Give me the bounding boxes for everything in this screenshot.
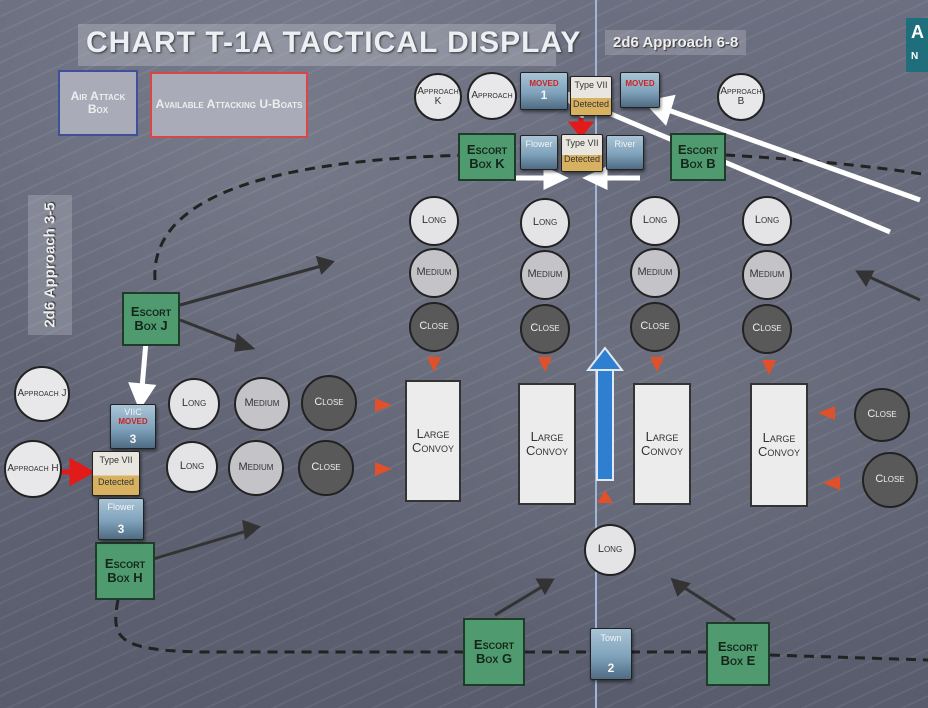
range-close[interactable]: Close [742, 304, 792, 354]
range-close[interactable]: Close [520, 304, 570, 354]
range-medium[interactable]: Medium [228, 440, 284, 496]
escort-counter-flower[interactable]: Flower [520, 135, 558, 170]
range-long[interactable]: Long [409, 196, 459, 246]
approach-k[interactable]: Approach K [414, 73, 462, 121]
range-long[interactable]: Long [742, 196, 792, 246]
range-close[interactable]: Close [630, 302, 680, 352]
escort-box-k[interactable]: Escort Box K [458, 133, 516, 181]
range-close[interactable]: Close [298, 440, 354, 496]
escort-arrow [149, 528, 251, 562]
range-medium[interactable]: Medium [409, 248, 459, 298]
blue-arrow [585, 346, 625, 481]
large-convoy-box[interactable]: Large Convoy [405, 380, 461, 502]
red-range-arrows [375, 357, 840, 503]
approach-3-5-label: 2d6 Approach 3-5 [28, 195, 72, 335]
approach-6-8-label: 2d6 Approach 6-8 [605, 30, 747, 55]
escort-arrow [179, 263, 326, 307]
air-attack-box[interactable]: Air Attack Box [58, 70, 138, 136]
approach-j[interactable]: Approach J [14, 366, 70, 422]
white-arrow [584, 100, 891, 235]
range-close[interactable]: Close [862, 452, 918, 508]
dashed-path-left-top [153, 153, 471, 281]
large-convoy-box[interactable]: Large Convoy [750, 383, 808, 507]
range-medium[interactable]: Medium [630, 248, 680, 298]
escort-arrow [864, 273, 921, 302]
approach-a[interactable]: Approach [467, 72, 517, 120]
white-arrow [667, 107, 921, 203]
large-convoy-box[interactable]: Large Convoy [633, 383, 691, 505]
white-arrowhead [543, 166, 569, 190]
range-long[interactable]: Long [520, 198, 570, 248]
escort-counter-river[interactable]: River [606, 135, 644, 170]
range-close[interactable]: Close [409, 302, 459, 352]
range-long[interactable]: Long [168, 378, 220, 430]
range-medium[interactable]: Medium [520, 250, 570, 300]
large-convoy-box[interactable]: Large Convoy [518, 383, 576, 505]
escort-arrow [179, 318, 246, 347]
red-arrowhead [69, 457, 96, 487]
dashed-path-right-bottom [769, 653, 928, 662]
escort-box-g[interactable]: Escort Box G [463, 618, 525, 686]
range-close[interactable]: Close [301, 375, 357, 431]
white-arrowhead [582, 166, 608, 190]
escort-box-j[interactable]: Escort Box J [122, 292, 180, 346]
dashed-path-bottom-left [114, 599, 463, 654]
uboat-counter-moved[interactable]: MOVED [620, 72, 660, 108]
approach-b[interactable]: Approach B [717, 73, 765, 121]
available-attacking-uboats-box[interactable]: Available Attacking U-Boats [150, 72, 308, 138]
range-medium[interactable]: Medium [234, 377, 290, 431]
range-long[interactable]: Long [166, 441, 218, 493]
dashed-path-right-top [724, 153, 928, 177]
white-arrowhead [128, 382, 157, 411]
escort-box-b[interactable]: Escort Box B [670, 133, 726, 181]
range-long-bottom[interactable]: Long [584, 524, 636, 576]
range-long[interactable]: Long [630, 196, 680, 246]
range-medium[interactable]: Medium [742, 250, 792, 300]
escort-arrow [679, 583, 736, 622]
escort-arrow [494, 583, 546, 617]
approach-h[interactable]: Approach H [4, 440, 62, 498]
escort-box-e[interactable]: Escort Box E [706, 622, 770, 686]
chart-title: CHART T-1A TACTICAL DISPLAY [78, 24, 580, 66]
range-close[interactable]: Close [854, 388, 910, 442]
red-arrowhead [567, 121, 595, 139]
escort-box-h[interactable]: Escort Box H [95, 542, 155, 600]
